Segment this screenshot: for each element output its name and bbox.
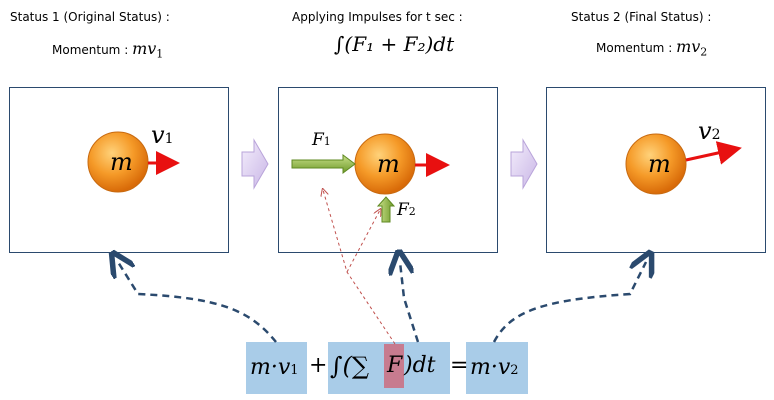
eq-force: F	[387, 353, 403, 378]
eq-equals: =	[450, 353, 469, 378]
status2-momentum-expr: mv	[676, 37, 701, 56]
eq-term2-box	[466, 342, 528, 394]
status1-momentum-label: Momentum :	[52, 43, 129, 57]
force2-label-sub: 2	[408, 205, 416, 218]
velocity-label-1-main: v	[151, 121, 165, 149]
mass-label-3: m	[648, 150, 671, 178]
force2-label-main: F	[397, 200, 409, 220]
connector-term1-panel1	[118, 262, 277, 343]
velocity-label-1: v1	[151, 123, 174, 147]
velocity-label-2: v2	[698, 119, 721, 143]
eq-plus: +	[309, 353, 328, 378]
impulse-title: Applying Impulses for t sec :	[292, 10, 463, 24]
velocity-arrow-2	[685, 141, 742, 165]
ball-status2	[625, 133, 687, 195]
force1-arrow	[291, 154, 356, 174]
connector-integral-panel2	[400, 262, 420, 343]
eq-force-highlight	[384, 344, 404, 388]
velocity-label-2-sub: 2	[711, 127, 721, 143]
velocity-label-1-sub: 1	[164, 131, 174, 147]
mass-label-impulse: m	[377, 150, 400, 178]
status1-momentum: Momentum : mv1	[52, 39, 164, 61]
force2-arrow	[376, 196, 396, 223]
eq-term1-box	[246, 342, 307, 394]
force1-label: F1	[312, 130, 331, 150]
impulse-integral: ∫(F₁ + F₂)dt	[334, 32, 455, 56]
status2-momentum-label: Momentum :	[596, 41, 673, 55]
force2-label: F2	[397, 200, 416, 220]
connector-term2-panel3	[492, 262, 646, 343]
force1-label-main: F	[312, 130, 324, 150]
status2-title: Status 2 (Final Status) :	[571, 10, 712, 24]
process-arrow-2	[510, 138, 538, 190]
eq-term1-sub: 1	[290, 363, 299, 378]
status2-momentum-sub: 2	[700, 45, 708, 59]
eq-term2-sub: 2	[510, 363, 519, 378]
force-link-f2	[346, 210, 380, 273]
process-arrow-1	[241, 138, 269, 190]
eq-term1-main: m·v	[250, 355, 291, 380]
eq-term2: m·v2	[470, 354, 519, 385]
velocity-label-2-main: v	[698, 117, 712, 145]
force1-label-sub: 1	[323, 135, 331, 148]
mass-label-1: m	[110, 148, 133, 176]
eq-integral-close: )dt	[404, 353, 436, 378]
eq-term1: m·v1	[250, 354, 299, 385]
status1-momentum-expr: mv	[132, 39, 157, 58]
status2-momentum: Momentum : mv2	[596, 37, 708, 59]
eq-term2-main: m·v	[470, 355, 511, 380]
status1-momentum-sub: 1	[156, 47, 164, 61]
eq-integral-open: ∫(∑	[330, 352, 369, 380]
status1-title: Status 1 (Original Status) :	[10, 10, 170, 24]
